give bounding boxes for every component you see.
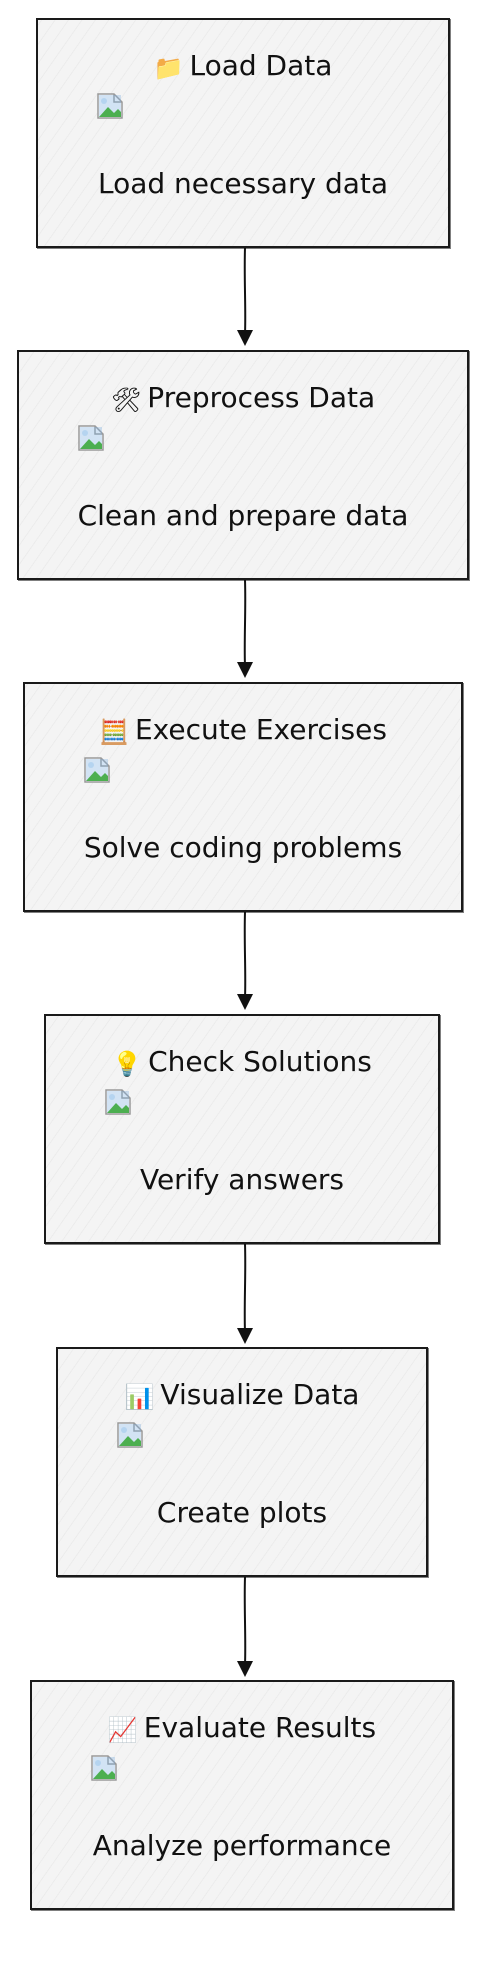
folder-icon: 📁 bbox=[153, 54, 184, 82]
broken-image-icon bbox=[91, 1755, 117, 1781]
broken-image-icon bbox=[97, 93, 123, 119]
node-description: Load necessary data bbox=[97, 167, 389, 200]
node-description: Solve coding problems bbox=[83, 831, 403, 864]
node-description: Clean and prepare data bbox=[77, 499, 409, 532]
arrow-4 bbox=[237, 1244, 253, 1344]
node-title-text: Preprocess Data bbox=[147, 381, 376, 414]
arrow-2 bbox=[237, 580, 253, 678]
broken-image-icon bbox=[105, 1089, 131, 1115]
node-title-text: Load Data bbox=[189, 49, 333, 82]
arrow-1 bbox=[237, 248, 253, 346]
tools-icon: 🛠 bbox=[110, 386, 142, 414]
node-load-data: 📁Load Data Load necessary data bbox=[36, 18, 450, 248]
arrow-3 bbox=[237, 912, 253, 1010]
node-title: 📁Load Data bbox=[38, 48, 448, 86]
node-description: Create plots bbox=[156, 1496, 328, 1529]
node-check-solutions: 💡Check Solutions Verify answers bbox=[44, 1014, 440, 1244]
node-title: 📈Evaluate Results bbox=[32, 1710, 452, 1748]
bar-chart-icon: 📊 bbox=[124, 1383, 155, 1411]
node-title: 💡Check Solutions bbox=[46, 1044, 438, 1082]
broken-image-icon bbox=[117, 1422, 143, 1448]
node-description: Verify answers bbox=[139, 1163, 345, 1196]
node-visualize-data: 📊Visualize Data Create plots bbox=[56, 1347, 428, 1577]
abacus-icon: 🧮 bbox=[99, 718, 129, 746]
node-title: 🛠Preprocess Data bbox=[19, 380, 467, 418]
node-evaluate-results: 📈Evaluate Results Analyze performance bbox=[30, 1680, 454, 1910]
node-title: 🧮Execute Exercises bbox=[25, 712, 461, 750]
arrow-5 bbox=[237, 1577, 253, 1677]
node-execute-exercises: 🧮Execute Exercises Solve coding problems bbox=[23, 682, 463, 912]
lightbulb-icon: 💡 bbox=[112, 1050, 143, 1078]
node-title-text: Visualize Data bbox=[160, 1378, 360, 1411]
broken-image-icon bbox=[84, 757, 110, 783]
node-preprocess-data: 🛠Preprocess Data Clean and prepare data bbox=[17, 350, 469, 580]
node-title-text: Evaluate Results bbox=[143, 1711, 377, 1744]
node-title-text: Execute Exercises bbox=[134, 713, 387, 746]
node-title-text: Check Solutions bbox=[148, 1045, 372, 1078]
broken-image-icon bbox=[78, 425, 104, 451]
trend-chart-icon: 📈 bbox=[107, 1716, 138, 1744]
node-description: Analyze performance bbox=[92, 1829, 392, 1862]
node-title: 📊Visualize Data bbox=[58, 1377, 426, 1415]
